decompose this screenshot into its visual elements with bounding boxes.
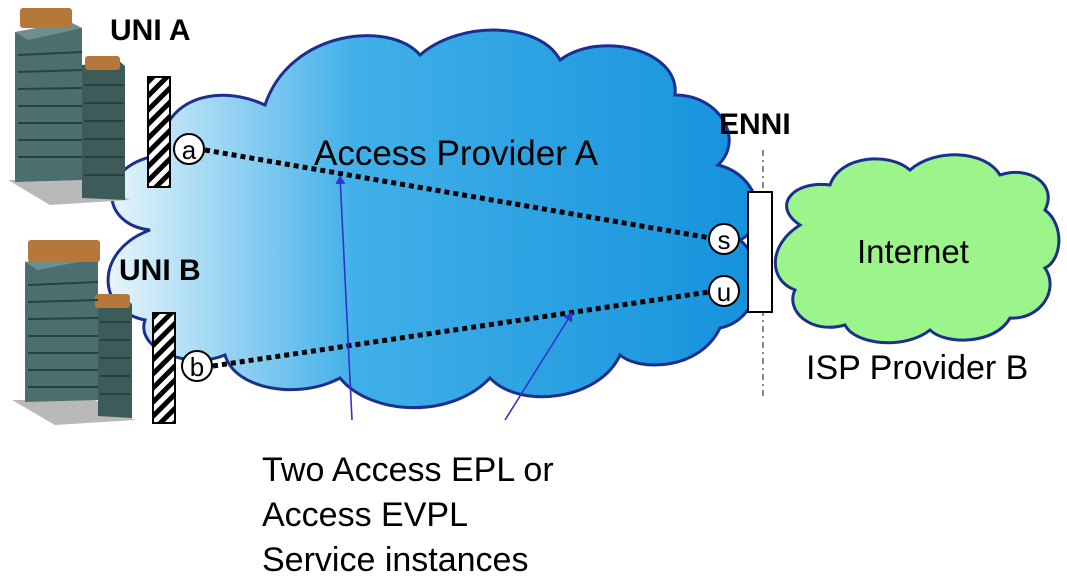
endpoint-s: s <box>708 223 740 255</box>
service-instances-note: Two Access EPL or Access EVPL Service in… <box>262 448 554 583</box>
uni-a-port <box>147 76 171 188</box>
service-line-b-u <box>212 287 723 369</box>
service-line-a-s <box>204 147 723 243</box>
endpoint-a: a <box>173 133 205 165</box>
note-line-3: Service instances <box>262 541 529 579</box>
endpoint-u: u <box>708 275 740 307</box>
internet-label: Internet <box>857 233 969 270</box>
annotation-arrow-1 <box>335 175 353 421</box>
isp-provider-label: ISP Provider B <box>806 349 1029 387</box>
annotation-arrow-2 <box>504 312 573 421</box>
note-line-2: Access EVPL <box>262 496 468 534</box>
access-provider-cloud <box>106 28 759 410</box>
internet-cloud <box>773 153 1061 345</box>
uni-b-label: UNI B <box>119 254 201 287</box>
building-b-icon <box>12 240 135 425</box>
access-provider-label: Access Provider A <box>314 134 598 173</box>
enni-port <box>747 191 773 313</box>
building-a-icon <box>8 8 130 205</box>
endpoint-b: b <box>181 350 213 382</box>
enni-label: ENNI <box>719 108 791 141</box>
note-line-1: Two Access EPL or <box>262 451 554 489</box>
uni-a-label: UNI A <box>110 14 191 47</box>
uni-b-port <box>152 312 176 424</box>
